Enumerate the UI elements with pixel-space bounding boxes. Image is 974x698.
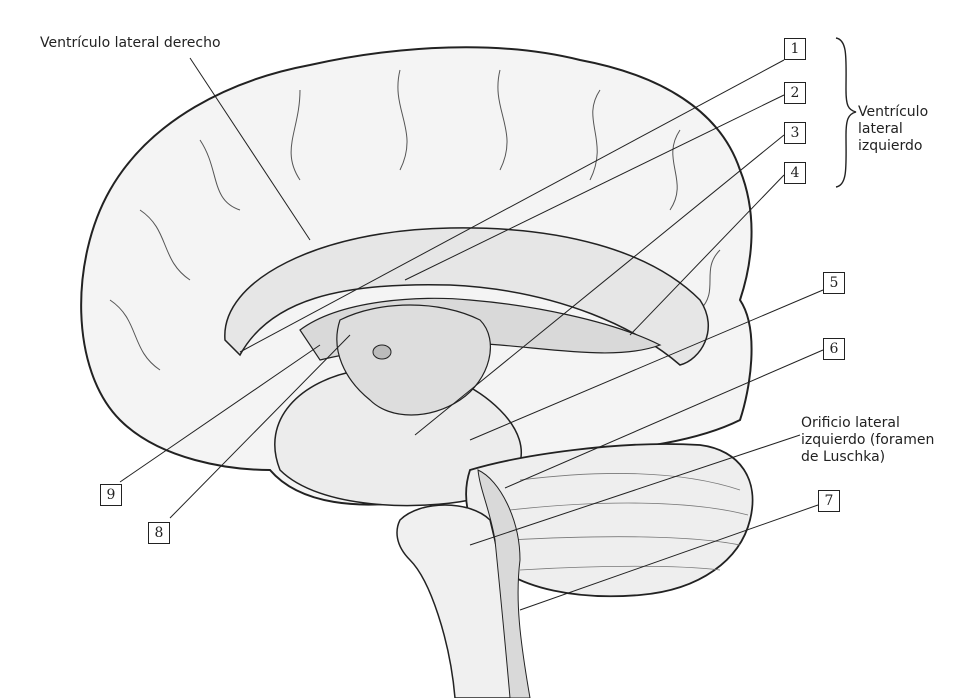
brace [835, 37, 857, 188]
corpus-callosum [224, 227, 710, 366]
third-ventricle [336, 304, 491, 416]
label-lateral-aperture-line-3: de Luschka) [801, 449, 886, 465]
leader-lines [119, 57, 824, 611]
callout-4: 4 [784, 162, 806, 184]
callout-5: 5 [823, 272, 845, 294]
label-lateral-aperture-line-1: Orificio lateral [801, 415, 900, 431]
callout-1: 1 [784, 38, 806, 60]
temporal-horn [274, 366, 522, 507]
cerebellar-folia [509, 473, 749, 571]
callout-3: 3 [784, 122, 806, 144]
label-left-lateral-ventricle-line-3: izquierdo [858, 138, 923, 154]
interventricular-foramen [372, 344, 392, 360]
label-lateral-aperture: Orificio lateral izquierdo (foramen de L… [801, 415, 934, 466]
fourth-ventricle [477, 469, 531, 698]
label-lateral-aperture-line-2: izquierdo (foramen [801, 432, 935, 448]
gyri-lines [109, 69, 721, 371]
callout-7: 7 [818, 490, 840, 512]
label-left-lateral-ventricle-line-1: Ventrículo [858, 104, 929, 120]
label-right-lateral-ventricle: Ventrículo lateral derecho [40, 35, 221, 51]
callout-9: 9 [100, 484, 122, 506]
label-left-lateral-ventricle-line-2: lateral [858, 121, 903, 137]
callout-8: 8 [148, 522, 170, 544]
callout-2: 2 [784, 82, 806, 104]
callout-6: 6 [823, 338, 845, 360]
label-left-lateral-ventricle: Ventrículo lateral izquierdo [858, 104, 928, 155]
